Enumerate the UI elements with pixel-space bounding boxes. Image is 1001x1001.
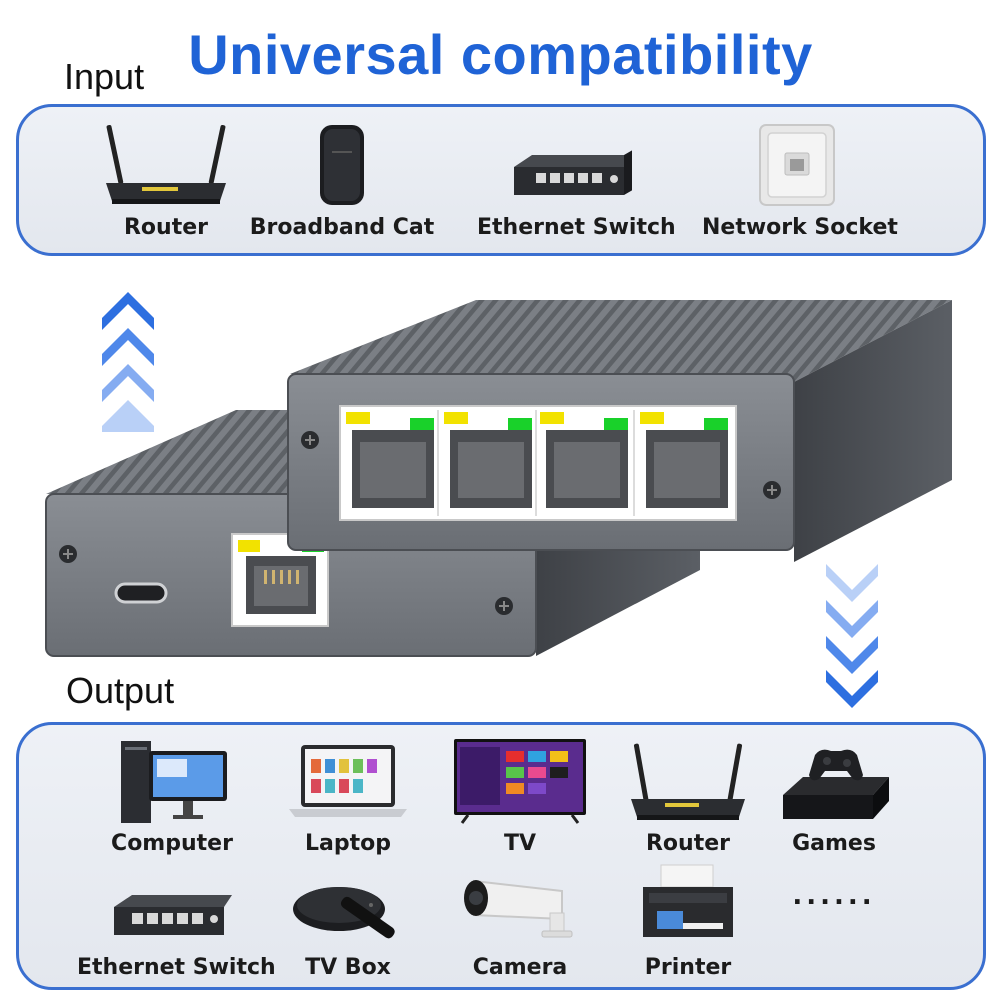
more-icon <box>739 861 929 951</box>
input-item-label: Broadband Cat <box>249 215 435 240</box>
router-icon <box>593 737 783 827</box>
output-item-label: Computer <box>111 831 233 856</box>
tv-icon <box>425 737 615 827</box>
output-item-laptop: Laptop <box>253 737 443 856</box>
upload-arrows-icon <box>102 292 154 432</box>
output-panel: Computer Laptop <box>16 722 986 990</box>
input-item-label: Router <box>123 215 208 240</box>
input-panel: Router Broadband Cat <box>16 104 986 256</box>
output-item-label: TV <box>503 831 537 856</box>
ethernet-switch-icon <box>77 861 267 951</box>
network-socket-icon <box>702 121 892 211</box>
more-ellipsis: ...... <box>792 881 876 911</box>
ethernet-splitter-devices-illustration <box>45 300 952 657</box>
output-item-router: Router <box>593 737 783 856</box>
output-item-computer: Computer <box>77 737 267 856</box>
output-item-printer: Printer <box>593 861 783 980</box>
laptop-icon <box>253 737 443 827</box>
output-item-label: Router <box>645 831 730 856</box>
output-item-games: Games <box>739 737 929 856</box>
output-item-more: ...... <box>739 861 929 911</box>
output-item-label: TV Box <box>305 955 391 980</box>
security-camera-icon <box>425 861 615 951</box>
input-item-ethernet-switch: Ethernet Switch <box>477 121 676 240</box>
router-icon <box>71 121 261 211</box>
output-item-label: Printer <box>644 955 732 980</box>
page-title: Universal compatibility <box>188 23 813 86</box>
modem-icon <box>247 121 437 211</box>
output-item-tv-box: TV Box <box>253 861 443 980</box>
ethernet-switch-icon <box>477 121 667 211</box>
output-item-label: Laptop <box>305 831 391 856</box>
game-console-icon <box>739 737 929 827</box>
output-item-camera: Camera <box>425 861 615 980</box>
output-item-label: Camera <box>472 955 568 980</box>
input-item-broadband-cat: Broadband Cat <box>247 121 437 240</box>
input-section-label: Input <box>64 56 145 97</box>
input-item-router: Router <box>71 121 261 240</box>
output-section-label: Output <box>66 670 175 711</box>
download-arrows-icon <box>826 564 878 708</box>
input-item-label: Network Socket <box>702 215 898 240</box>
printer-icon <box>593 861 783 951</box>
computer-icon <box>77 737 267 827</box>
output-item-ethernet-switch: Ethernet Switch <box>77 861 276 980</box>
input-item-label: Ethernet Switch <box>477 215 676 240</box>
tv-box-icon <box>253 861 443 951</box>
input-item-network-socket: Network Socket <box>702 121 898 240</box>
output-item-label: Ethernet Switch <box>77 955 276 980</box>
output-item-tv: TV <box>425 737 615 856</box>
output-item-label: Games <box>792 831 876 856</box>
